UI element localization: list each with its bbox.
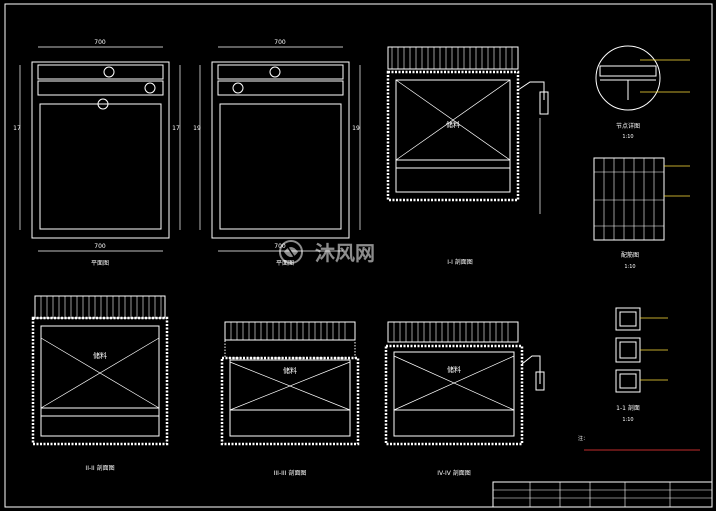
section-view-top: 储料 I-I 剖面图 [386,46,549,266]
view-title: I-I 剖面图 [447,258,473,266]
dim-bottom: 700 [274,243,286,250]
plan-view-left: 700 700 17 17 平面图 [13,39,181,267]
dim-left: 19 [193,125,201,132]
dim-right: 19 [352,125,360,132]
view-title: II-II 剖面图 [85,464,114,472]
note-label: 注： [578,435,588,442]
watermark: 沐风网 [279,240,375,265]
view-title: 配筋图 [621,251,639,259]
view-scale: 1:10 [624,264,635,270]
view-title: 平面图 [276,260,294,267]
dim-left: 17 [13,125,21,132]
section-center-label: 储料 [93,351,107,360]
detail-grid: 配筋图 1:10 [593,157,690,270]
dim-top: 700 [274,39,286,46]
title-block [492,481,713,508]
view-scale: 1:10 [622,417,633,423]
dim-bottom: 700 [94,243,106,250]
view-scale: 1:10 [622,134,633,140]
mumayi-logo-icon [279,240,303,264]
view-title: 1-1 剖面 [616,404,640,412]
section-view-bottom-left: 储料 II-II 剖面图 [31,295,169,472]
detail-column: 1-1 剖面 1:10 [615,307,668,423]
watermark-text: 沐风网 [315,241,375,265]
detail-circle: 节点详图 1:10 [595,45,690,140]
plan-view-middle: 700 700 19 19 平面图 [193,39,361,267]
view-title: 节点详图 [616,122,640,130]
section-center-label: 储料 [283,366,297,375]
sheet-border [4,3,713,508]
section-view-bottom-right: 储料 IV-IV 剖面图 [384,321,545,477]
view-title: III-III 剖面图 [274,469,307,477]
view-title: 平面图 [91,260,109,267]
section-center-label: 储料 [446,120,460,129]
dim-right: 17 [172,125,180,132]
dim-top: 700 [94,39,106,46]
view-title: IV-IV 剖面图 [437,469,470,477]
section-view-bottom-middle: 储料 III-III 剖面图 [220,321,360,477]
section-center-label: 储料 [447,365,461,374]
